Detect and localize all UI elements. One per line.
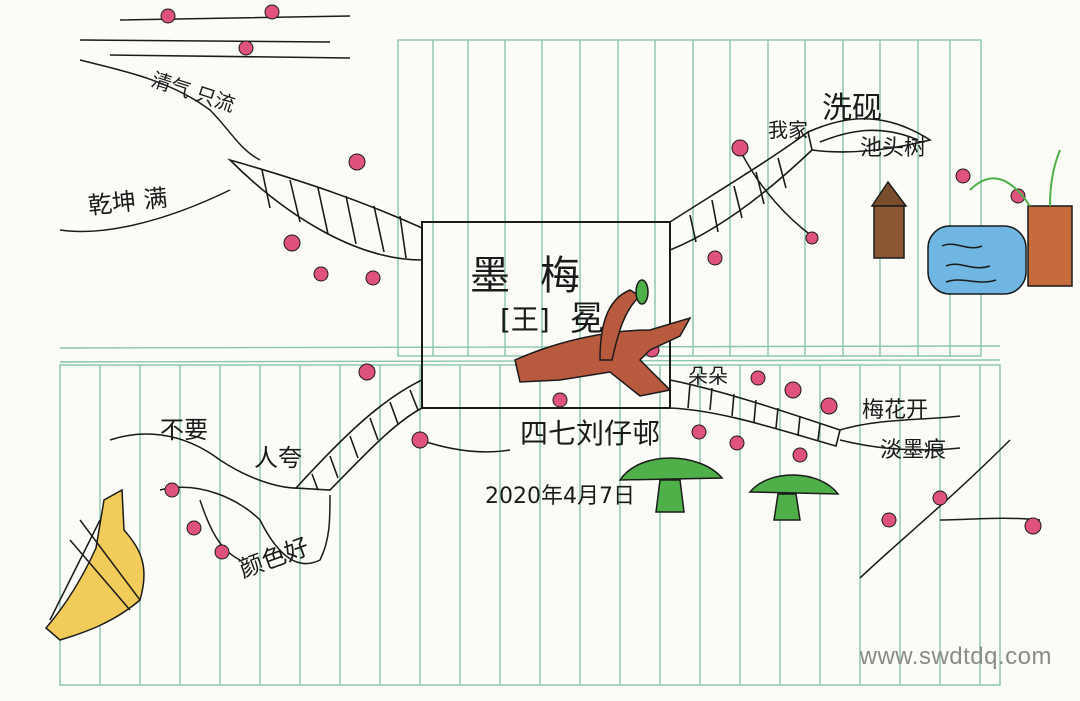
- branch-lines: [59, 15, 1041, 579]
- poem-tag: 四七刘仔邨: [520, 417, 661, 450]
- upper-right-line-a: 我家: [768, 118, 808, 142]
- lower-right-line-c: 淡墨痕: [880, 438, 947, 463]
- house-drawing: [870, 180, 908, 259]
- upper-right-line-c: 池头树: [860, 136, 927, 161]
- mushrooms: [618, 457, 840, 521]
- lower-right-line-a: 朵朵: [688, 364, 728, 388]
- lower-left-line-a: 不要: [160, 416, 208, 444]
- thumbs-up-drawing: [44, 488, 145, 641]
- lower-right-line-b: 梅花开: [862, 398, 929, 423]
- lower-left-line-b: 人夸: [254, 444, 302, 472]
- pond-and-pot: [927, 149, 1073, 295]
- upper-right-line-b: 洗砚: [822, 91, 882, 126]
- site-watermark: www.swdtdq.com: [859, 643, 1052, 670]
- center-title-char-1: 墨: [470, 253, 510, 299]
- plum-blossoms: [160, 4, 1042, 560]
- branch-arms: [227, 117, 932, 491]
- center-title-char-2: 梅: [540, 253, 580, 299]
- drawing-date: 2020年4月7日: [485, 484, 635, 509]
- center-author-char-2: 冕: [570, 299, 604, 339]
- center-plum-branch: [514, 279, 692, 397]
- center-box: [421, 221, 671, 409]
- center-author-char-1: [王]: [500, 303, 550, 336]
